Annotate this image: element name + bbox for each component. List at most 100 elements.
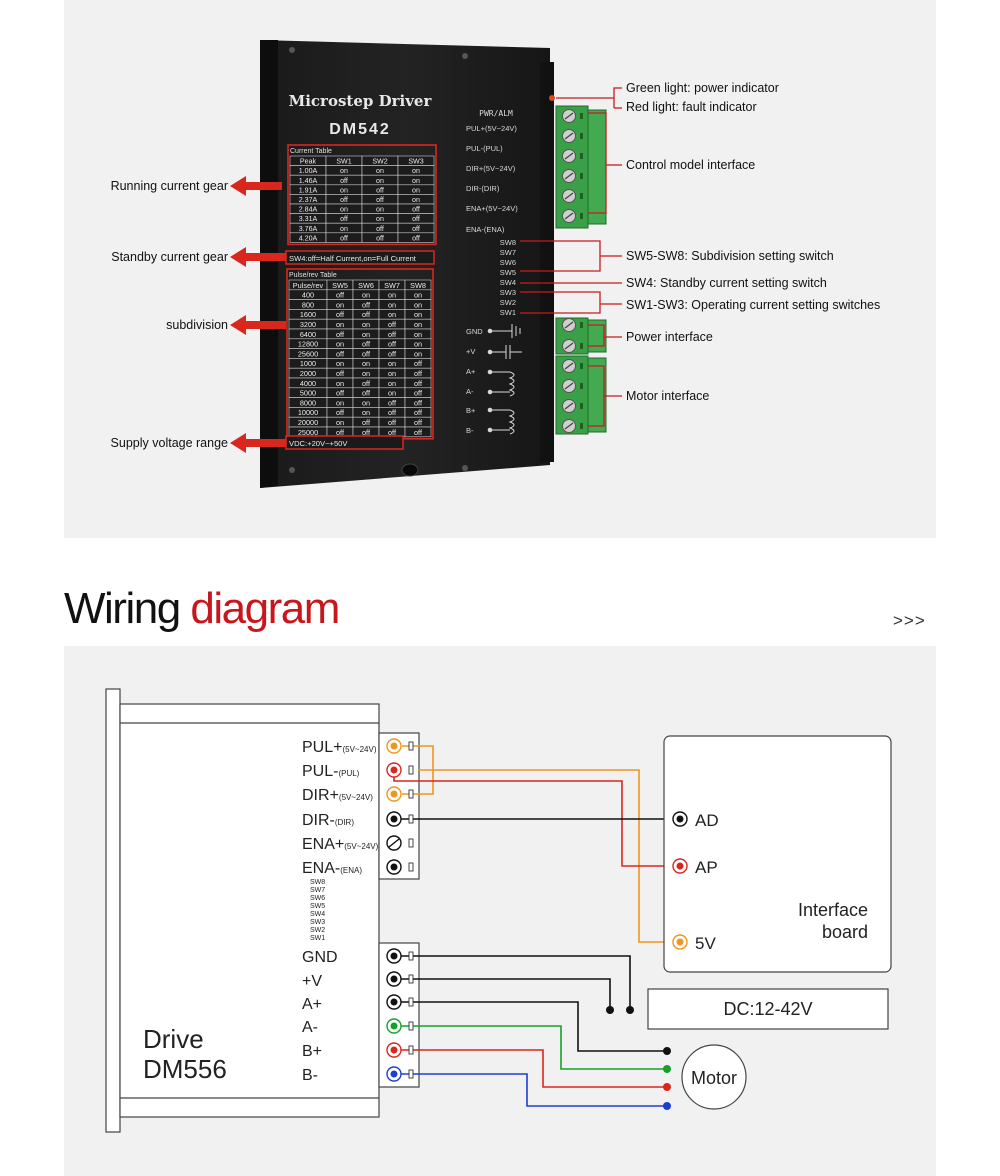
- table-value: 1.00A: [299, 167, 318, 175]
- arrow-left-icon: [230, 247, 286, 267]
- wire-red-ap: [393, 770, 680, 867]
- table-value: on: [414, 340, 422, 349]
- switch-label: SW5: [310, 903, 325, 910]
- table-value: off: [362, 389, 371, 398]
- screw-slot: [564, 321, 574, 329]
- table-value: 3.31A: [299, 215, 318, 223]
- callout-power-interface: Power interface: [626, 330, 713, 344]
- terminal-name: ENA+: [302, 836, 344, 853]
- table-value: off: [362, 379, 371, 388]
- table-value: off: [412, 206, 420, 214]
- terminal-slot: [408, 951, 414, 961]
- table-value: off: [388, 398, 397, 407]
- table-value: 2.37A: [299, 196, 318, 204]
- right-callout-labels: Green light: power indicator Red light: …: [626, 81, 880, 403]
- signal-terminal-block: [378, 732, 420, 880]
- terminal-label: DIR+(5V~24V): [466, 164, 516, 173]
- table-value: on: [336, 379, 344, 388]
- terminal-slot: [408, 814, 414, 824]
- table-value: 5000: [300, 389, 316, 398]
- table-value: on: [414, 330, 422, 339]
- drive-label-1: Drive: [143, 1024, 204, 1054]
- wire-junctions: [606, 1006, 671, 1110]
- interface-pins: AD AP 5V: [672, 811, 719, 953]
- table-header: SW1: [336, 158, 351, 166]
- power-terminal-block: [378, 942, 420, 1088]
- terminal-label: GND: [466, 327, 483, 336]
- screw-center: [390, 975, 398, 983]
- screw-center: [390, 766, 398, 774]
- table-header: SW7: [384, 281, 400, 290]
- switch-label: SW6: [500, 258, 516, 267]
- status-led-label: PWR/ALM: [479, 109, 513, 118]
- switch-label: SW8: [310, 879, 325, 886]
- table-value: off: [336, 408, 345, 417]
- table-value: on: [414, 320, 422, 329]
- junction-dot: [606, 1006, 614, 1014]
- table-value: off: [340, 196, 348, 204]
- table-value: off: [414, 398, 423, 407]
- terminal-slot: [580, 173, 583, 179]
- table-value: 2.84A: [299, 206, 318, 214]
- terminal-slot: [580, 383, 583, 389]
- sw4-note: SW4:off=Half Current,on=Full Current: [285, 250, 435, 265]
- schematic-symbols-icon: [487, 324, 522, 435]
- wire-black-v: [394, 978, 611, 1010]
- table-value: off: [340, 234, 348, 242]
- table-value: off: [336, 349, 345, 358]
- table-value: off: [336, 291, 345, 300]
- table-value: on: [388, 359, 396, 368]
- table-value: 25000: [298, 428, 318, 437]
- table-value: off: [388, 340, 397, 349]
- terminal-label: DIR+(5V~24V): [302, 787, 373, 804]
- table-value: on: [362, 320, 370, 329]
- arrow-left-icon: [230, 315, 286, 335]
- table-value: off: [414, 389, 423, 398]
- callout-motor-interface: Motor interface: [626, 389, 709, 403]
- terminal-slot: [408, 1021, 414, 1031]
- pin-icon: [676, 862, 684, 870]
- power-supply-label: DC:12-42V: [723, 999, 812, 1019]
- callout-sw5-sw8: SW5-SW8: Subdivision setting switch: [626, 249, 834, 263]
- terminal-slot: [580, 343, 583, 349]
- table-value: on: [376, 167, 384, 175]
- terminal-label: PUL-(PUL): [466, 144, 503, 153]
- table-value: on: [376, 215, 384, 223]
- motor-icon: [681, 1044, 747, 1110]
- table-value: off: [388, 408, 397, 417]
- screw-slot: [564, 172, 574, 180]
- terminal-slot: [408, 789, 414, 799]
- table-value: on: [414, 291, 422, 300]
- terminal-label-v: +V: [302, 973, 322, 990]
- table-value: 8000: [300, 398, 316, 407]
- junction-dot: [663, 1083, 671, 1091]
- screw-slot: [564, 152, 574, 160]
- table-value: 1600: [300, 310, 316, 319]
- terminal-slot: [408, 862, 414, 872]
- table-highlight-box: [287, 144, 437, 246]
- wire-blue-b-minus: [394, 1073, 667, 1107]
- table-value: off: [388, 418, 397, 427]
- table-value: on: [388, 300, 396, 309]
- screw-slot: [564, 422, 574, 430]
- table-value: on: [362, 291, 370, 300]
- table-value: off: [376, 234, 384, 242]
- switch-label: SW4: [500, 278, 516, 287]
- table-value: on: [376, 177, 384, 185]
- screw-center: [390, 815, 398, 823]
- terminal-screws: [562, 109, 583, 433]
- table-header: SW6: [358, 281, 374, 290]
- power-terminal-labels: GND +V A+ A- B+ B-: [302, 949, 338, 1084]
- terminal-label: B+: [466, 406, 476, 415]
- table-value: off: [414, 408, 423, 417]
- terminal-name: DIR-: [302, 812, 335, 829]
- table-value: on: [414, 310, 422, 319]
- terminal-sub: (DIR): [335, 818, 354, 827]
- interface-board-label-2: board: [822, 922, 868, 942]
- vdc-note: VDC:+20V~+50V: [285, 435, 404, 450]
- table-value: on: [340, 167, 348, 175]
- switch-label: SW1: [500, 308, 516, 317]
- table-value: 3200: [300, 320, 316, 329]
- table-value: off: [362, 418, 371, 427]
